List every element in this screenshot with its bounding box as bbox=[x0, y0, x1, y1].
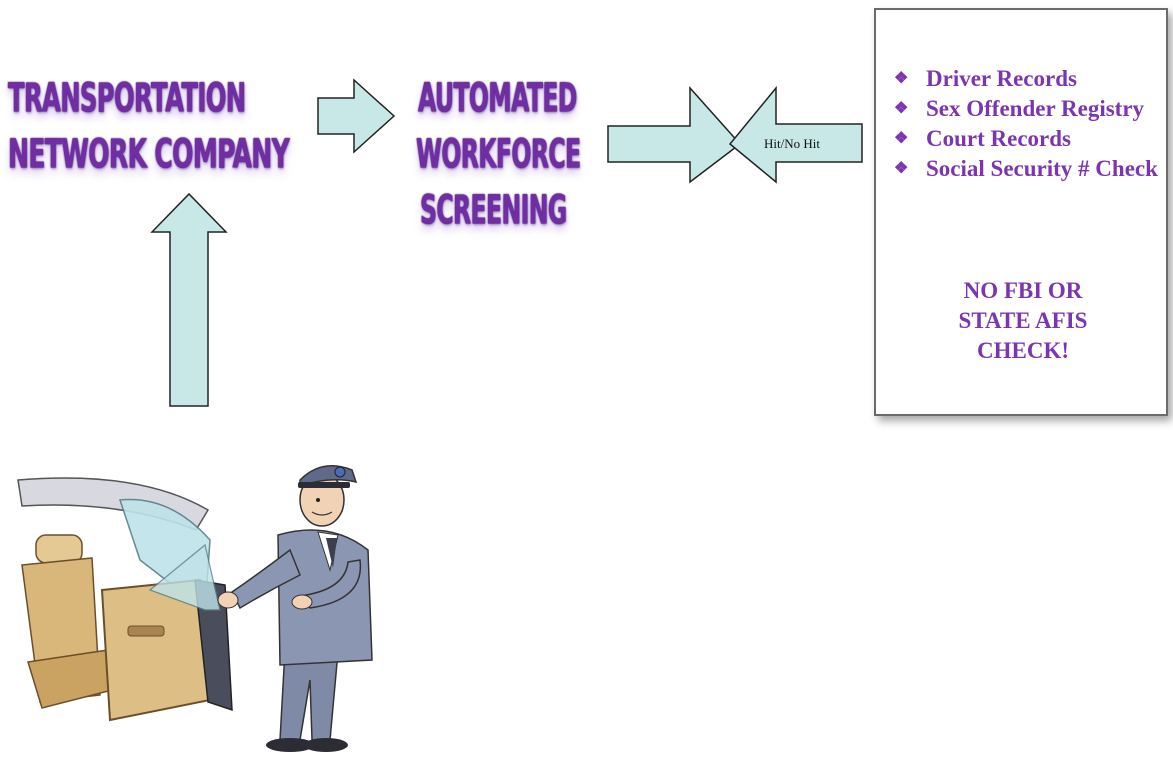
check-item: ❖ Sex Offender Registry bbox=[894, 94, 1166, 124]
tnc-title-line1: TRANSPORTATION bbox=[8, 74, 246, 122]
check-item: ❖ Court Records bbox=[894, 124, 1166, 154]
screening-title-line1: AUTOMATED bbox=[418, 74, 577, 122]
chauffeur-icon bbox=[217, 465, 373, 752]
checks-list: ❖ Driver Records ❖ Sex Offender Registry ❖… bbox=[894, 64, 1166, 184]
arrow-screening-to-checks bbox=[607, 86, 742, 184]
screening-title-line3: SCREENING bbox=[420, 186, 567, 234]
check-item-label: Driver Records bbox=[926, 66, 1077, 91]
warning-line2: STATE AFIS bbox=[958, 308, 1088, 333]
car-seat-icon bbox=[21, 534, 121, 709]
checks-box: ❖ Driver Records ❖ Sex Offender Registry ❖… bbox=[874, 8, 1168, 416]
warning-line3: CHECK! bbox=[977, 338, 1069, 363]
arrow-hit-no-hit bbox=[728, 85, 863, 184]
arrow-tnc-to-screening bbox=[317, 78, 396, 154]
diamond-bullet-icon: ❖ bbox=[894, 160, 909, 177]
check-item: ❖ Driver Records bbox=[894, 64, 1166, 94]
check-item: ❖ Social Security # Check bbox=[894, 154, 1166, 184]
diamond-bullet-icon: ❖ bbox=[894, 100, 909, 117]
chauffeur-car-door-illustration bbox=[17, 465, 373, 752]
tnc-title-line2: NETWORK COMPANY bbox=[8, 130, 290, 178]
diamond-bullet-icon: ❖ bbox=[894, 70, 909, 87]
warning-line1: NO FBI OR bbox=[963, 278, 1083, 303]
arrow-driver-to-tnc bbox=[150, 192, 228, 407]
no-fbi-warning: NO FBI OR STATE AFIS CHECK! bbox=[876, 276, 1170, 366]
check-item-label: Social Security # Check bbox=[926, 156, 1158, 181]
hit-no-hit-label: Hit/No Hit bbox=[764, 136, 820, 151]
car-door-icon bbox=[100, 543, 233, 722]
check-item-label: Sex Offender Registry bbox=[926, 96, 1145, 121]
screening-title-line2: WORKFORCE bbox=[416, 130, 581, 178]
diamond-bullet-icon: ❖ bbox=[894, 130, 909, 147]
check-item-label: Court Records bbox=[926, 126, 1071, 151]
